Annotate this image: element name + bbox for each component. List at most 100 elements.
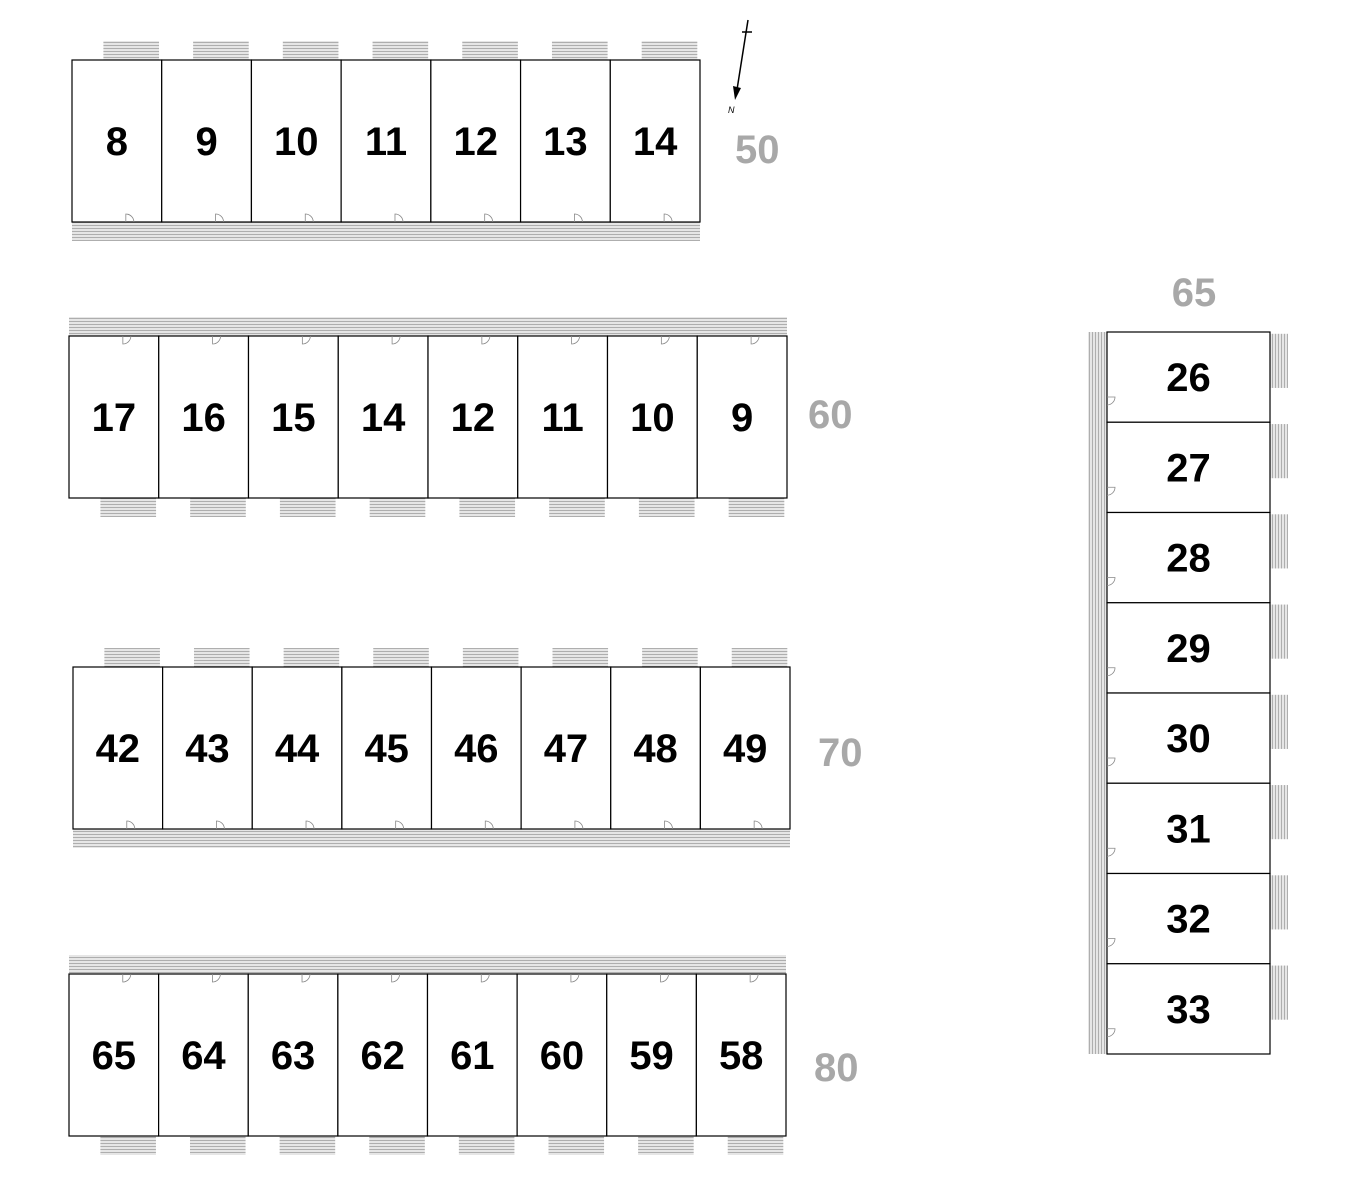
unit[interactable]: 48	[610, 648, 701, 830]
unit-box	[430, 59, 522, 223]
unit[interactable]: 45	[341, 648, 433, 830]
deck-pad	[279, 498, 336, 517]
unit-box	[1106, 421, 1271, 514]
unit[interactable]: 9	[161, 41, 253, 223]
door-icon	[1106, 577, 1116, 586]
deck-pad	[283, 648, 340, 667]
unit[interactable]: 27	[1106, 421, 1288, 514]
unit[interactable]: 10	[606, 335, 698, 517]
unit[interactable]: 11	[517, 335, 609, 517]
unit[interactable]: 12	[430, 41, 522, 223]
unit[interactable]: 59	[606, 973, 697, 1155]
door-icon	[664, 820, 673, 830]
unit-number: 63	[271, 1034, 316, 1078]
unit[interactable]: 28	[1106, 511, 1288, 604]
deck-pad	[372, 41, 429, 60]
unit[interactable]: 47	[520, 648, 612, 830]
unit-box	[1106, 782, 1271, 875]
deck-pad	[104, 648, 160, 667]
unit-box	[158, 973, 249, 1137]
unit-number: 9	[195, 120, 217, 164]
unit[interactable]: 13	[519, 41, 611, 223]
deck-pad	[193, 41, 249, 60]
deck-pad	[462, 41, 518, 60]
unit[interactable]: 26	[1106, 331, 1288, 423]
deck-pad	[1270, 333, 1288, 388]
deck-strip	[1088, 332, 1107, 1054]
unit-number: 10	[630, 396, 675, 440]
door-icon	[126, 820, 136, 830]
unit-box	[341, 666, 433, 830]
unit[interactable]: 42	[72, 648, 164, 830]
deck-pad	[103, 41, 160, 60]
unit[interactable]: 61	[426, 973, 518, 1155]
unit[interactable]: 12	[427, 335, 519, 517]
unit-number: 59	[629, 1034, 674, 1078]
unit[interactable]: 15	[247, 335, 339, 517]
unit[interactable]: 58	[695, 973, 787, 1155]
unit-number: 43	[185, 727, 230, 771]
unit[interactable]: 31	[1106, 782, 1288, 875]
unit[interactable]: 8	[71, 41, 163, 223]
unit-number: 33	[1166, 988, 1211, 1032]
unit[interactable]: 10	[250, 41, 342, 223]
unit-number: 15	[271, 396, 316, 440]
deck-pad	[728, 498, 785, 517]
unit[interactable]: 49	[699, 648, 791, 830]
unit[interactable]: 32	[1106, 872, 1288, 965]
unit[interactable]: 17	[68, 335, 160, 517]
unit[interactable]: 14	[609, 41, 701, 223]
unit[interactable]: 30	[1106, 692, 1288, 784]
deck-strip	[72, 222, 700, 241]
unit-number: 9	[731, 396, 753, 440]
unit[interactable]: 33	[1106, 963, 1288, 1055]
door-icon	[216, 820, 225, 830]
door-icon	[301, 335, 311, 345]
unit[interactable]: 29	[1106, 602, 1288, 694]
deck-pad	[638, 1136, 694, 1155]
unit-number: 32	[1166, 898, 1211, 942]
deck-strip	[69, 955, 786, 974]
unit-box	[337, 973, 429, 1137]
unit-number: 49	[723, 727, 768, 771]
deck-pad	[373, 648, 429, 667]
unit-number: 64	[181, 1034, 226, 1078]
unit[interactable]: 65	[68, 973, 160, 1155]
unit-number: 14	[633, 120, 678, 164]
unit[interactable]: 43	[162, 648, 253, 830]
unit[interactable]: 62	[337, 973, 429, 1155]
unit[interactable]: 9	[696, 335, 788, 517]
unit[interactable]: 16	[158, 335, 250, 517]
unit[interactable]: 44	[251, 648, 343, 830]
unit[interactable]: 11	[340, 41, 432, 223]
unit[interactable]: 64	[158, 973, 249, 1155]
unit-box	[696, 335, 788, 499]
deck-pad	[548, 1136, 605, 1155]
unit-number: 10	[274, 120, 319, 164]
deck-pad	[1270, 694, 1288, 749]
unit[interactable]: 46	[430, 648, 522, 830]
unit[interactable]: 60	[516, 973, 608, 1155]
deck-strip	[73, 829, 790, 848]
unit-number: 14	[361, 396, 406, 440]
unit-box	[1106, 331, 1271, 423]
deck-pad	[731, 648, 788, 667]
door-icon	[1106, 938, 1116, 947]
unit-box	[517, 335, 609, 499]
door-icon	[305, 820, 315, 830]
deck-pad	[1270, 785, 1288, 840]
unit-box	[72, 666, 164, 830]
unit[interactable]: 14	[337, 335, 429, 517]
door-icon	[1106, 667, 1116, 677]
north-label: N	[728, 105, 735, 115]
deck-pad	[190, 498, 246, 517]
unit[interactable]: 63	[247, 973, 339, 1155]
unit-box	[340, 59, 432, 223]
unit-box	[520, 666, 612, 830]
unit-box	[606, 973, 697, 1137]
door-icon	[1106, 396, 1116, 406]
deck-pad	[282, 41, 339, 60]
